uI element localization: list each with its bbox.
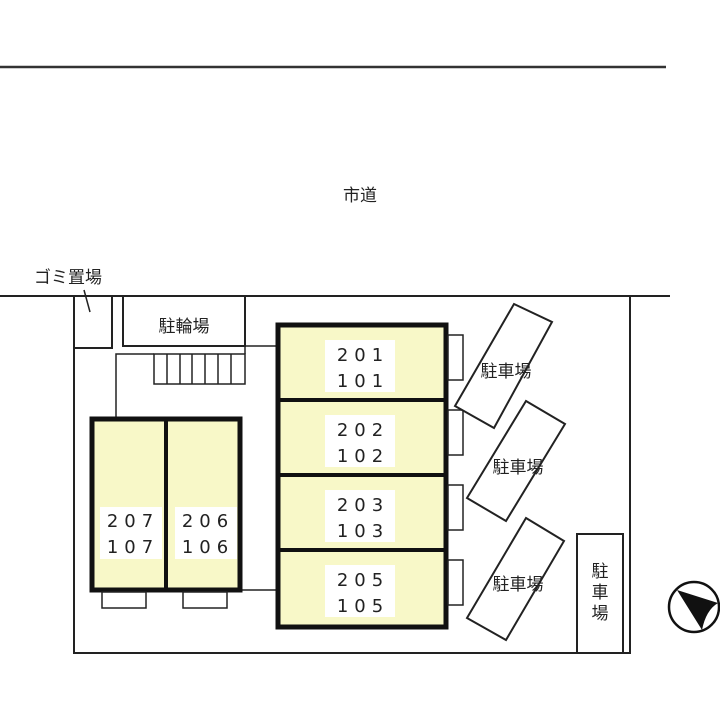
svg-text:場: 場 (592, 604, 609, 624)
svg-text:207: 207 (107, 511, 159, 532)
unit-203-103[interactable]: 203 103 (325, 490, 395, 542)
svg-text:105: 105 (337, 596, 389, 617)
garbage-leader-line (83, 289, 91, 313)
svg-text:103: 103 (337, 521, 389, 542)
bicycle-parking-label: 駐輪場 (159, 317, 210, 337)
svg-text:駐車場: 駐車場 (493, 458, 544, 478)
unit-202-102[interactable]: 202 102 (325, 415, 395, 467)
svg-text:102: 102 (337, 446, 389, 467)
north-arrow-icon (667, 580, 720, 634)
property-boundary (73, 296, 631, 654)
balconies-west (101, 591, 228, 609)
building-west (89, 416, 243, 593)
bicycle-parking-area (122, 295, 246, 347)
bicycle-stalls (153, 353, 246, 385)
garbage-label: ゴミ置場 (34, 267, 102, 288)
walkway-line (115, 353, 154, 418)
parking-space-1[interactable]: 駐車場 (453, 302, 554, 430)
svg-text:203: 203 (337, 495, 389, 516)
svg-text:101: 101 (337, 371, 389, 392)
svg-text:201: 201 (337, 345, 389, 366)
svg-text:106: 106 (182, 537, 234, 558)
parking-space-4[interactable]: 駐 車 場 (576, 533, 624, 654)
parking-space-2[interactable]: 駐車場 (465, 399, 567, 523)
road-label: 市道 (343, 186, 377, 206)
unit-205-105[interactable]: 205 105 (325, 565, 395, 617)
svg-text:駐: 駐 (592, 562, 609, 582)
parking-space-3[interactable]: 駐車場 (465, 516, 566, 642)
svg-text:202: 202 (337, 420, 389, 441)
svg-text:駐車場: 駐車場 (493, 575, 544, 595)
svg-text:206: 206 (182, 511, 234, 532)
svg-text:駐車場: 駐車場 (481, 362, 532, 382)
garbage-area (74, 296, 113, 349)
unit-201-101[interactable]: 201 101 (325, 340, 395, 392)
unit-206-106[interactable]: 206 106 (175, 507, 237, 559)
svg-text:205: 205 (337, 570, 389, 591)
walkway-connector (244, 345, 278, 354)
svg-text:107: 107 (107, 537, 159, 558)
svg-text:車: 車 (592, 583, 609, 603)
unit-207-107[interactable]: 207 107 (100, 507, 162, 559)
balconies-east (447, 334, 464, 606)
